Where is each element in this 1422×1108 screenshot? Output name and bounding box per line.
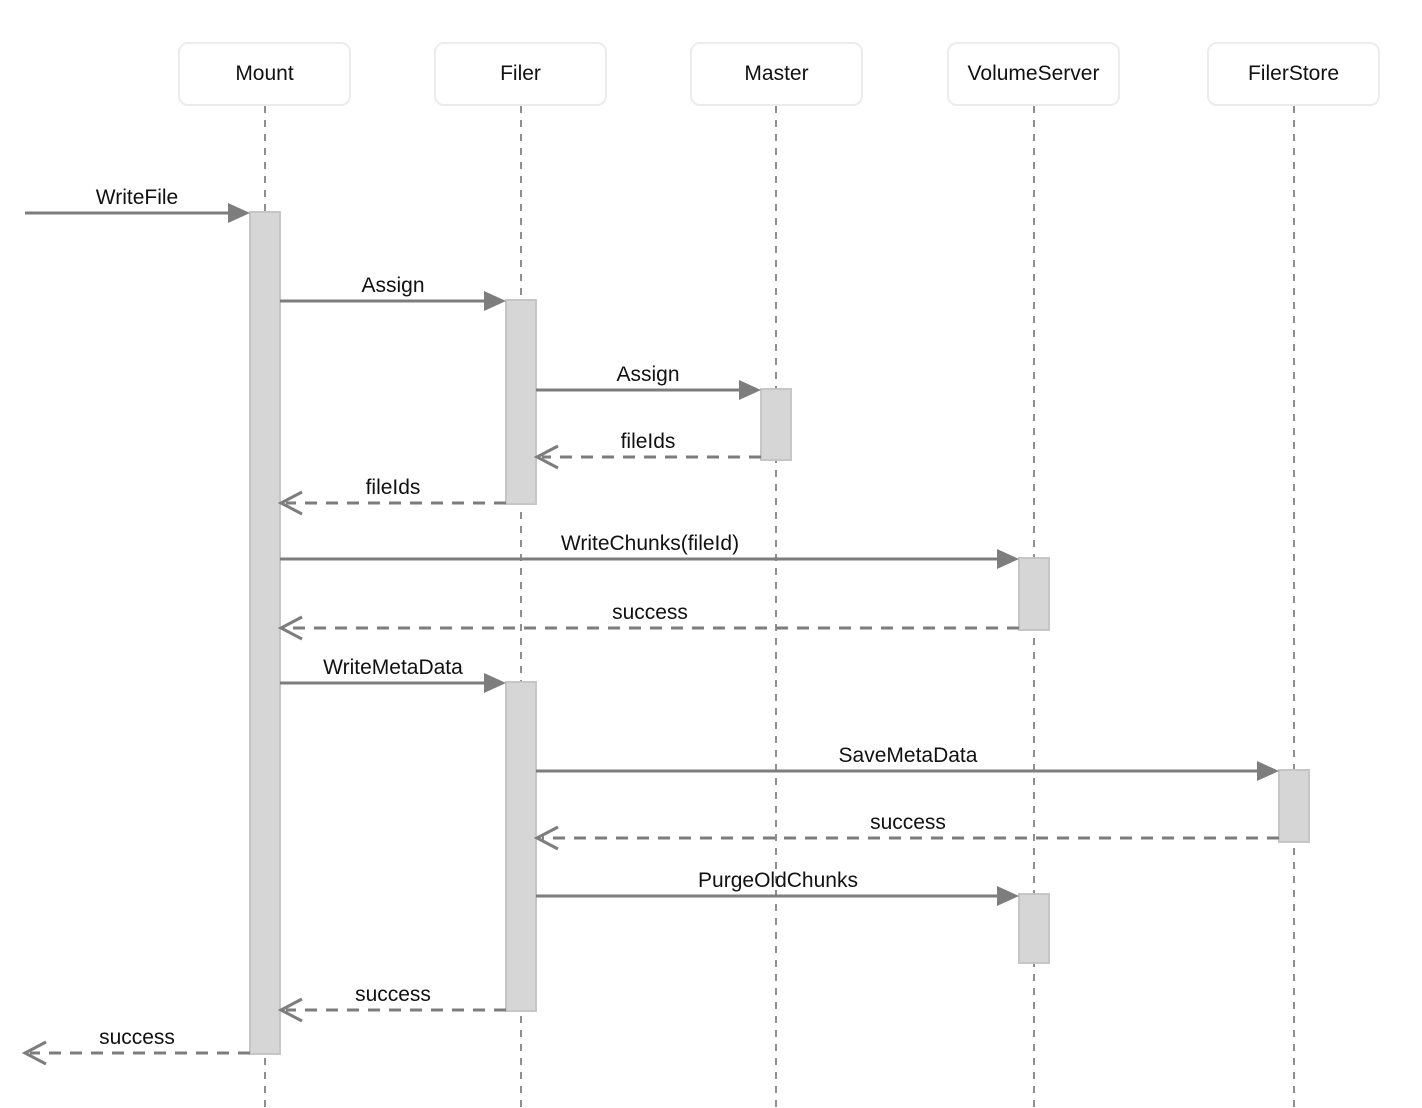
message-label: Assign [616,363,679,386]
message-fileids-master-filer: fileIds [533,430,761,470]
message-label: success [99,1026,175,1049]
arrowhead-filled-icon [997,549,1019,569]
participant-label: Mount [235,62,294,85]
activation-filerstore [1278,769,1310,843]
participant-label: Master [744,62,809,85]
message-label: WriteMetaData [323,656,463,679]
participant-filer: Filer [434,42,607,106]
activation-volumeserver-1 [1018,557,1050,631]
participant-master: Master [690,42,863,106]
message-success-filerstore-filer: success [533,811,1279,851]
participant-label: FilerStore [1247,62,1340,85]
arrowhead-filled-icon [228,203,250,223]
message-success-filer-mount: success [277,983,506,1023]
arrowhead-open-icon [277,490,303,516]
message-label: SaveMetaData [839,744,978,767]
arrowhead-filled-icon [484,291,506,311]
message-assign-mount-filer: Assign [280,274,506,311]
arrowhead-filled-icon [997,886,1019,906]
message-label: success [355,983,431,1006]
activation-filer-1 [505,299,537,505]
arrowhead-filled-icon [1257,761,1279,781]
message-success-mount-external: success [21,1026,250,1066]
arrowhead-open-icon [533,444,559,470]
message-fileids-filer-mount: fileIds [277,476,506,516]
participant-mount: Mount [178,42,351,106]
message-writefile: WriteFile [25,186,250,223]
message-label: WriteFile [96,186,178,209]
message-label: fileIds [621,430,676,453]
arrowhead-filled-icon [484,673,506,693]
message-savemetadata: SaveMetaData [536,744,1279,781]
arrowhead-filled-icon [739,380,761,400]
message-label: fileIds [366,476,421,499]
message-assign-filer-master: Assign [536,363,761,400]
message-writechunks: WriteChunks(fileId) [280,532,1019,569]
activation-volumeserver-2 [1018,893,1050,964]
participant-filerstore: FilerStore [1207,42,1380,106]
activation-master [760,388,792,461]
activation-mount [249,211,281,1055]
arrowhead-open-icon [533,825,559,851]
message-label: WriteChunks(fileId) [561,532,739,555]
message-label: PurgeOldChunks [698,869,858,892]
arrowhead-open-icon [21,1040,47,1066]
activation-filer-2 [505,681,537,1012]
participant-volumeserver: VolumeServer [947,42,1120,106]
participant-label: VolumeServer [967,62,1100,85]
participant-label: Filer [500,62,541,85]
message-purgeoldchunks: PurgeOldChunks [536,869,1019,906]
message-label: Assign [361,274,424,297]
arrowhead-open-icon [277,997,303,1023]
message-label: success [612,601,688,624]
message-writemetadata: WriteMetaData [280,656,506,693]
message-label: success [870,811,946,834]
message-success-volumeserver-mount: success [277,601,1019,641]
arrowhead-open-icon [277,615,303,641]
